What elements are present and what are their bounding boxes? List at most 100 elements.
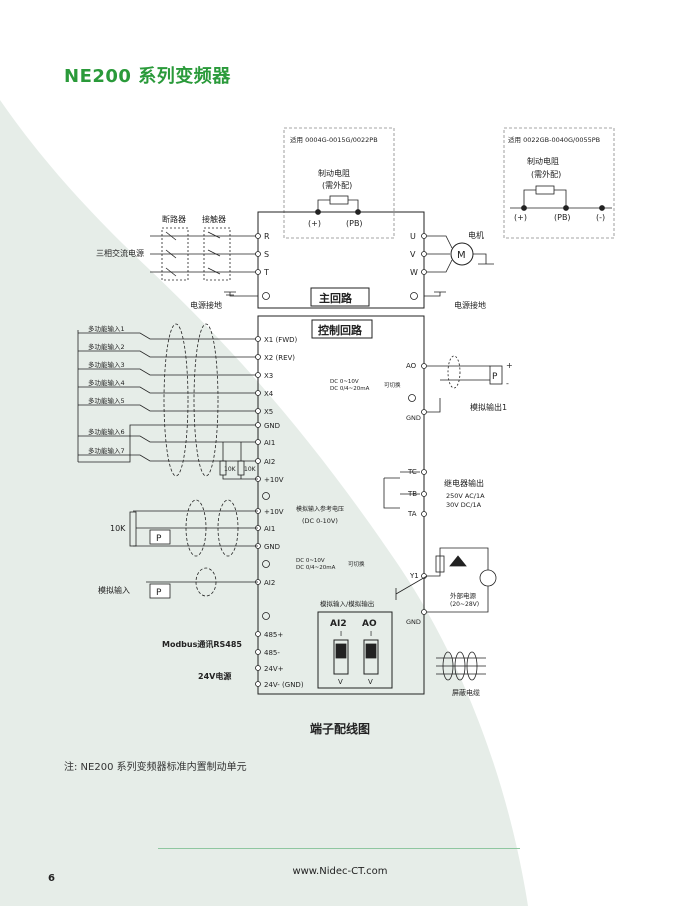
brake-right-minus: (-) [596, 213, 605, 222]
term-10va: +10V [264, 476, 284, 484]
term-ai1b: AI1 [264, 525, 275, 533]
brake-left-plus: (+) [308, 219, 321, 228]
term-ai2b: AI2 [264, 579, 275, 587]
ao-plus: + [506, 361, 513, 370]
brake-left-pb: (PB) [346, 219, 363, 228]
footer-url[interactable]: www.Nidec-CT.com [292, 866, 388, 877]
brake-resistor-right [535, 185, 555, 195]
func-input-1: 多功能输入1 [88, 324, 125, 333]
term-x3: X3 [264, 372, 273, 380]
relay-out-label: 继电器输出 [444, 478, 484, 488]
terminal-v: V [410, 250, 416, 259]
switchable-2: 可切换 [348, 560, 365, 568]
analog-out-label: 模拟输出1 [470, 402, 507, 412]
motor-symbol: M [457, 250, 466, 261]
p-box-ao [489, 365, 503, 385]
func-input-5: 多功能输入5 [88, 396, 125, 405]
func-input-lines [78, 332, 258, 463]
term-ai1a: AI1 [264, 439, 275, 447]
footer-divider [158, 848, 520, 849]
ground-left-label: 电源接地 [190, 300, 222, 310]
ext-power-circle [479, 569, 497, 587]
ao-gnd-label: GND [406, 414, 421, 422]
y1-gnd: GND [406, 618, 421, 626]
switch-ai2: AI2 [330, 619, 347, 629]
func-input-6: 多功能输入6 [88, 427, 125, 436]
switch-title: 模拟输入/模拟输出 [320, 599, 374, 608]
switch-ao-v: V [368, 678, 373, 686]
func-input-4: 多功能输入4 [88, 378, 125, 387]
switch-ai2-i: I [340, 630, 342, 638]
y1-resistor [435, 555, 445, 573]
ao-minus: - [506, 379, 509, 388]
func-input-2: 多功能输入2 [88, 342, 125, 351]
brake-box-right [503, 127, 615, 239]
res-label-2: 10K [244, 466, 257, 473]
pot-label: 10K [110, 524, 126, 533]
terminal-w: W [410, 268, 418, 277]
brake-right-external: (需外配) [531, 169, 561, 179]
contactor-label: 接触器 [202, 214, 226, 224]
dc-a-1: DC 0/4~20mA [330, 386, 370, 392]
brake-right-resistor: 制动电阻 [527, 156, 559, 166]
brake-left-external: (需外配) [322, 180, 352, 190]
ao-label: AO [406, 362, 417, 370]
footnote: 注: NE200 系列变频器标准内置制动单元 [64, 762, 247, 773]
term-10vb: +10V [264, 508, 284, 516]
breaker-label: 断路器 [162, 214, 186, 224]
control-circuit-label-box [311, 319, 373, 339]
p-box-2 [149, 583, 171, 599]
res-label-1: 10K [224, 466, 237, 473]
switch-ao: AO [362, 619, 377, 629]
ext-power-range: (20~28V) [450, 601, 479, 608]
term-x4: X4 [264, 390, 274, 398]
shield-cable-icon [436, 651, 486, 681]
main-circuit-label-box [310, 287, 370, 307]
dc-a-2: DC 0/4~20mA [296, 565, 336, 571]
diagram-caption: 端子配线图 [309, 722, 370, 736]
main-circuit-label: 主回路 [319, 291, 353, 305]
control-circuit-box [257, 315, 425, 695]
page-title: NE200 系列变频器 [64, 66, 231, 87]
ground-right-label: 电源接地 [454, 300, 486, 310]
y1-label: Y1 [409, 572, 419, 580]
analog-ref-label: 模拟输入参考电压 [296, 505, 344, 513]
analog-input-label: 模拟输入 [98, 585, 130, 595]
power-source-label: 三相交流电源 [96, 248, 144, 258]
func-input-3: 多功能输入3 [88, 360, 125, 369]
dc-v-2: DC 0~10V [296, 558, 325, 564]
p-symbol-1: P [156, 534, 162, 544]
switch-ai2-v: V [338, 678, 343, 686]
term-x1: X1 (FWD) [264, 336, 298, 344]
p-box-1 [149, 529, 171, 545]
switchable-1: 可切换 [384, 381, 401, 389]
func-input-7: 多功能输入7 [88, 446, 125, 455]
ext-power-label: 外部电源 [450, 591, 477, 600]
term-24vm: 24V- (GND) [264, 681, 304, 689]
brake-left-applies: 适用 0004G-0015G/0022PB [290, 135, 378, 144]
brake-right-pb: (PB) [554, 213, 571, 222]
brake-right-plus: (+) [514, 213, 527, 222]
p-symbol-ao: P [492, 372, 498, 382]
switch-ao-i: I [370, 630, 372, 638]
relay-spec-2: 30V DC/1A [446, 501, 482, 509]
brake-right-applies: 适用 0022GB-0040G/0055PB [508, 135, 600, 144]
terminal-s: S [264, 250, 269, 259]
term-x2: X2 (REV) [264, 354, 295, 362]
terminal-r: R [264, 232, 270, 241]
potentiometer [129, 511, 137, 547]
brake-left-resistor: 制动电阻 [318, 168, 350, 178]
brake-resistor-left [329, 195, 349, 205]
relay-spec-1: 250V AC/1A [446, 492, 485, 500]
modbus-label: Modbus通讯RS485 [162, 639, 242, 649]
terminal-t: T [263, 268, 269, 277]
page-number: 6 [48, 873, 55, 884]
control-circuit-label: 控制回路 [318, 323, 363, 337]
terminal-u: U [410, 232, 416, 241]
term-485p: 485+ [264, 631, 283, 639]
term-gnd1: GND [264, 422, 280, 430]
term-24vp: 24V+ [264, 665, 284, 673]
term-485m: 485- [264, 649, 280, 657]
